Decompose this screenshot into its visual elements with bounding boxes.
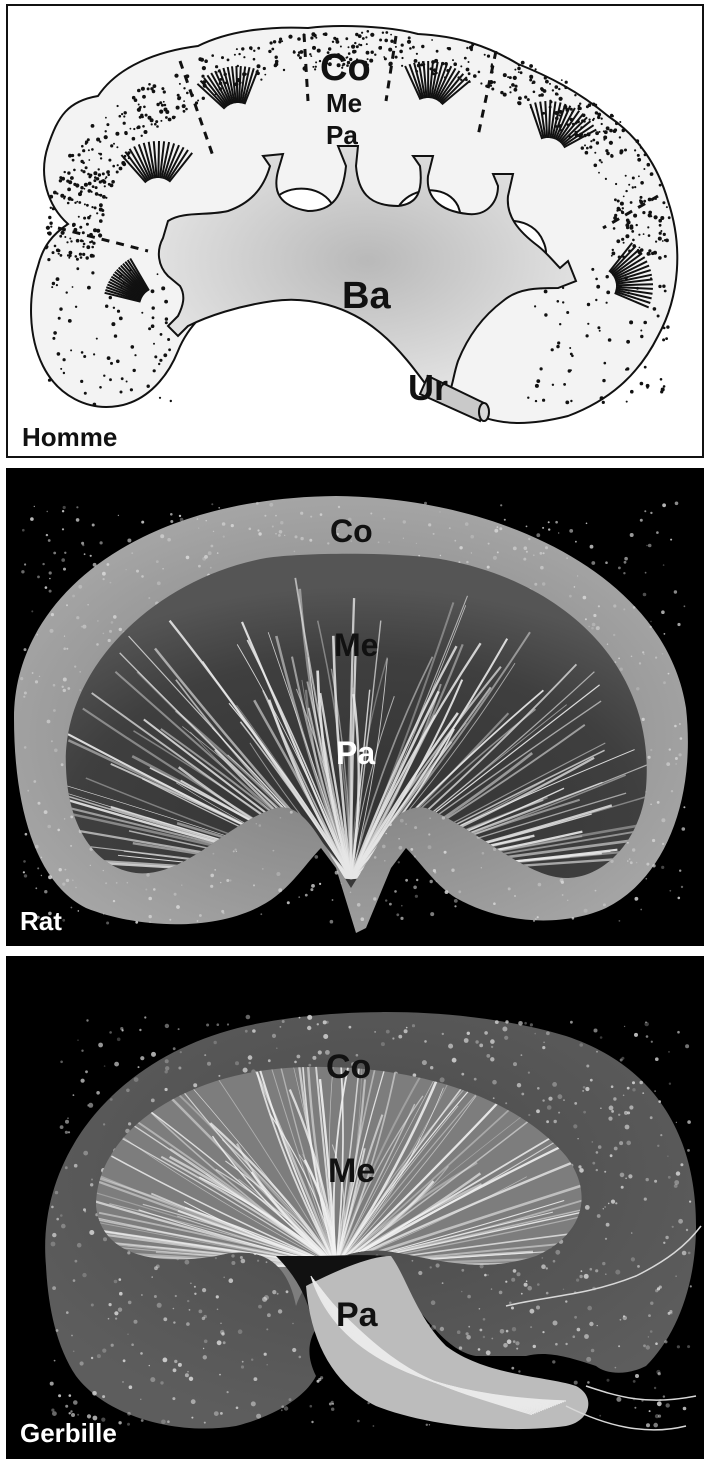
label-medulla: Me [328,1152,375,1190]
gerbil-kidney-image: Co Me Pa Gerbille [6,956,704,1459]
label-cortex: Co [326,1048,371,1086]
label-cortex: Co [330,513,373,549]
label-papilla: Pa [336,735,375,771]
label-medulla: Me [326,88,362,118]
panel-homme: Co Me Pa Ba Ur Homme [6,4,704,458]
label-ureter: Ur [408,367,448,408]
label-basin: Ba [342,275,391,317]
label-cortex: Co [320,47,371,89]
human-kidney-drawing: Co Me Pa Ba Ur Homme [8,6,702,456]
label-medulla: Me [334,627,378,663]
species-label: Homme [22,422,117,452]
species-label: Rat [20,906,62,936]
rat-kidney-image: Co Me Pa Rat [6,468,704,946]
species-label: Gerbille [20,1418,117,1448]
label-papilla: Pa [336,1296,379,1334]
label-papilla: Pa [326,120,358,150]
panel-gerbille: Co Me Pa Gerbille [6,956,704,1459]
panel-rat: Co Me Pa Rat [6,468,704,946]
